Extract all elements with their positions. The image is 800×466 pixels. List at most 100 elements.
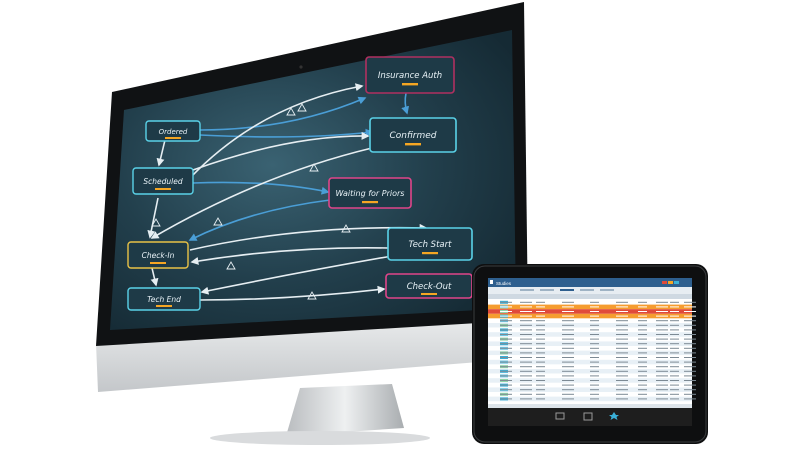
node-check-out[interactable]: Check-Out — [385, 273, 473, 299]
status-bar — [421, 293, 437, 295]
table-cell — [616, 357, 628, 358]
table-cell — [616, 334, 628, 335]
table-cell — [562, 329, 574, 331]
tab[interactable] — [580, 289, 594, 291]
node-ordered[interactable]: Ordered — [145, 120, 201, 142]
node-scheduled[interactable]: Scheduled — [132, 167, 194, 195]
table-cell — [656, 389, 668, 391]
table-cell — [590, 320, 599, 322]
table-cell — [500, 338, 512, 340]
node-tech-start[interactable]: Tech Start — [387, 227, 473, 261]
table-cell — [500, 361, 512, 363]
table-cell — [656, 370, 668, 372]
node-waiting-for-priors[interactable]: Waiting for Priors — [328, 177, 412, 209]
table-cell — [562, 347, 574, 349]
node-label: Check-In — [142, 251, 175, 260]
table-cell — [638, 343, 647, 345]
table-cell — [562, 338, 574, 340]
star-icon[interactable] — [609, 412, 619, 420]
status-bar — [155, 188, 171, 190]
table-cell — [536, 393, 545, 395]
table-cell — [616, 384, 628, 386]
table-cell — [520, 315, 532, 317]
table-cell — [670, 375, 679, 377]
table-cell — [670, 306, 679, 308]
table-cell — [616, 361, 628, 363]
table-cell — [520, 375, 532, 377]
table-cell — [616, 343, 628, 345]
table-cell — [670, 393, 679, 395]
table-cell — [616, 301, 628, 303]
table-cell — [684, 306, 696, 308]
table-cell — [520, 338, 532, 340]
edge-ordered-insurance — [199, 96, 367, 131]
menu-icon[interactable] — [490, 280, 493, 284]
tab-active[interactable] — [560, 289, 574, 291]
node-insurance-auth[interactable]: Insurance Auth — [365, 56, 455, 94]
table-cell — [590, 324, 599, 326]
table-cell — [670, 343, 679, 345]
table-cell — [562, 361, 574, 363]
table-cell — [638, 315, 647, 317]
table-cell — [536, 347, 545, 349]
edge-ordered-scheduled — [156, 139, 166, 167]
table-cell — [536, 370, 545, 372]
tab[interactable] — [520, 289, 534, 291]
list-icon[interactable] — [583, 412, 593, 421]
table-cell — [562, 384, 574, 386]
status-bar — [402, 83, 418, 86]
table-cell — [500, 380, 512, 381]
edge-waiting-checkin — [188, 199, 331, 241]
table-cell — [520, 384, 532, 386]
table-cell — [520, 361, 532, 363]
node-tech-end[interactable]: Tech End — [127, 287, 201, 311]
table-cell — [590, 357, 599, 358]
camera-icon — [299, 65, 303, 69]
table-cell — [638, 347, 647, 349]
tab[interactable] — [600, 289, 614, 291]
node-check-in[interactable]: Check-In — [127, 241, 189, 269]
table-cell — [684, 375, 696, 377]
table-cell — [536, 301, 545, 303]
table-cell — [684, 357, 696, 358]
table-cell — [656, 334, 668, 335]
table-cell — [638, 393, 647, 395]
app-title: Studies — [496, 281, 512, 286]
table-cell — [500, 389, 512, 391]
node-confirmed[interactable]: Confirmed — [369, 117, 457, 153]
table-cell — [684, 389, 696, 391]
table-cell — [520, 393, 532, 395]
tab[interactable] — [540, 289, 554, 291]
table-cell — [616, 389, 628, 391]
monitor-icon[interactable] — [555, 412, 565, 420]
table-cell — [520, 352, 532, 354]
monitor-chin — [96, 318, 530, 392]
table-cell — [562, 357, 574, 358]
table-header — [488, 294, 692, 299]
table-cell — [500, 393, 512, 395]
node-label: Scheduled — [143, 177, 182, 186]
table-cell — [638, 389, 647, 391]
tablet-screen: Studies — [488, 278, 696, 426]
table-cell — [520, 389, 532, 391]
data-table — [488, 300, 696, 402]
table-cell — [590, 384, 599, 386]
table-cell — [562, 375, 574, 377]
edge-techstart-checkin — [190, 246, 389, 265]
table-cell — [500, 375, 512, 377]
edge-confirmed-checkin — [150, 147, 373, 239]
table-cell — [616, 375, 628, 377]
table-cell — [656, 361, 668, 363]
table-cell — [562, 311, 574, 312]
status-bar — [156, 305, 172, 307]
table-footer — [488, 404, 692, 408]
table-cell — [590, 380, 599, 381]
table-cell — [616, 370, 628, 372]
table-cell — [500, 343, 512, 345]
table-cell — [562, 393, 574, 395]
node-label: Ordered — [159, 128, 188, 136]
table-cell — [520, 324, 532, 326]
table-cell — [500, 315, 512, 317]
monitor-stand — [286, 384, 404, 436]
